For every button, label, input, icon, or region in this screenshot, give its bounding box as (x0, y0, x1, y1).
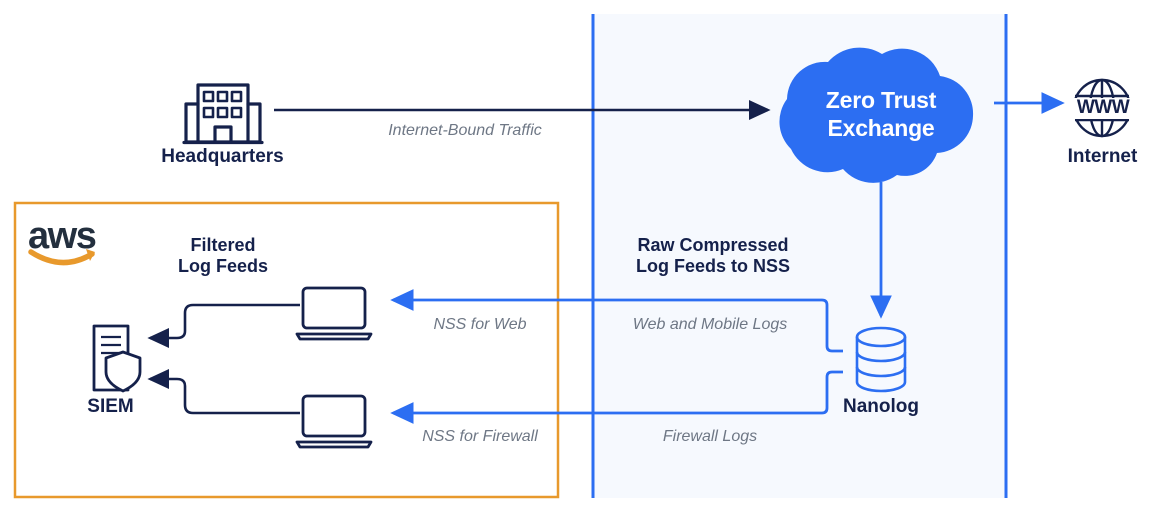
laptop-firewall-icon (295, 394, 373, 449)
arrow-nanolog-to-laptop-firewall (390, 370, 843, 424)
aws-logo-text: aws (28, 215, 97, 257)
arrow-laptop-web-to-siem (147, 303, 300, 349)
cloud-label-line2: Exchange (827, 114, 935, 141)
www-text: WWW (1076, 97, 1130, 118)
aws-smile-arrowhead (86, 249, 95, 261)
zero-trust-exchange-cloud (779, 47, 974, 183)
raw-compressed-log-feeds-label: Raw Compressed Log Feeds to NSS (635, 235, 790, 277)
firewall-logs-label: Firewall Logs (662, 428, 758, 445)
siem-icon (92, 324, 142, 393)
arrow-laptop-firewall-to-siem (147, 368, 300, 415)
nss-for-web-label: NSS for Web (433, 316, 527, 333)
laptop-web-icon (295, 286, 373, 341)
globe-icon (1072, 78, 1132, 138)
internet-bound-traffic-label: Internet-Bound Traffic (388, 122, 542, 139)
aws-boundary-box (13, 201, 560, 499)
internet-label: Internet (1067, 146, 1138, 167)
nanolog-label: Nanolog (843, 396, 919, 417)
arrow-nanolog-to-laptop-web (390, 289, 843, 353)
headquarters-icon (182, 83, 264, 145)
cloud-label-line1: Zero Trust (825, 87, 937, 113)
web-and-mobile-logs-label: Web and Mobile Logs (632, 316, 788, 333)
headquarters-label: Headquarters (161, 146, 284, 167)
filtered-log-feeds-label: Filtered Log Feeds (177, 235, 268, 277)
aws-smile-icon (28, 249, 95, 266)
nanolog-database-icon (855, 326, 907, 393)
siem-label: SIEM (87, 396, 134, 417)
nss-for-firewall-label: NSS for Firewall (422, 428, 538, 445)
